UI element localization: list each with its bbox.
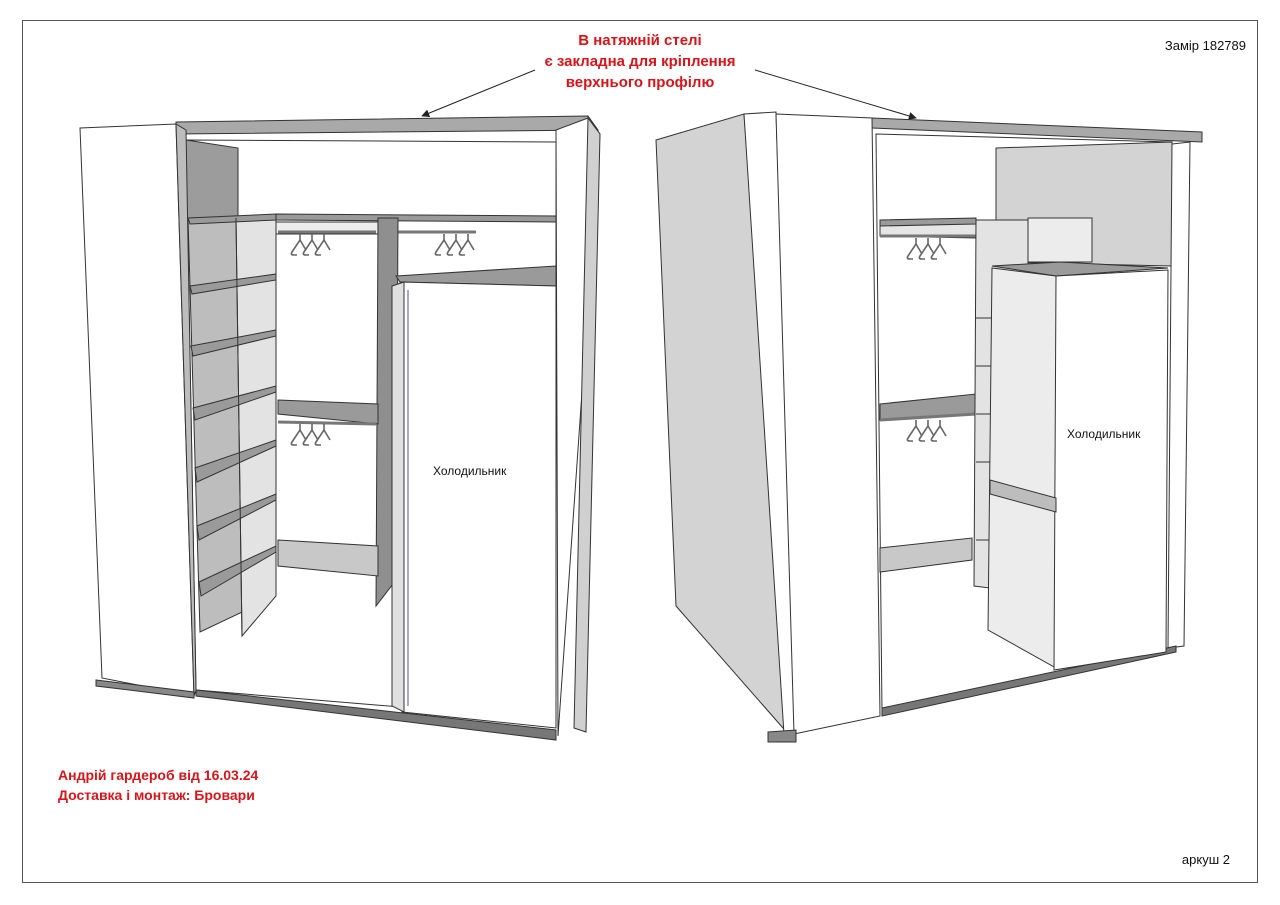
left-side-panel	[79, 123, 195, 697]
front-left-panel	[775, 113, 881, 735]
annotation-arrow-right	[754, 69, 917, 120]
top-shelf	[275, 213, 557, 223]
right-view	[655, 111, 1203, 743]
rv-fridge-side	[987, 267, 1057, 669]
sheet-number: аркуш 2	[1181, 852, 1230, 867]
rv-rail-lower	[879, 412, 977, 422]
bottom-shelf	[277, 539, 379, 577]
left-plinth	[95, 679, 195, 699]
ceiling-annotation: В натяжній стелі є закладна для кріпленн…	[470, 30, 810, 93]
client-info: Андрій гардероб від 16.03.24 Доставка і …	[58, 765, 258, 805]
sheet-frame	[22, 20, 1258, 883]
inner-wall-top-left	[185, 139, 239, 219]
rv-fridge-top	[991, 261, 1169, 277]
rv-top-box	[1027, 217, 1093, 263]
middle-shelf	[277, 399, 379, 425]
fridge-left	[399, 281, 557, 729]
annotation-line-2: є закладна для кріплення	[544, 53, 736, 70]
ceiling-profile-left	[175, 115, 599, 135]
annotation-arrow-left	[421, 69, 536, 117]
rv-bottom-shelf	[879, 537, 973, 573]
annotation-line-3: верхнього профілю	[565, 74, 715, 91]
right-view-side-panel	[1167, 141, 1191, 649]
floor-edge-right	[881, 645, 1177, 717]
client-line-2: Доставка і монтаж: Бровари	[58, 787, 255, 803]
client-line-1: Андрій гардероб від 16.03.24	[58, 767, 259, 783]
fridge-label-left: Холодильник	[433, 464, 507, 478]
fridge-side-left	[391, 281, 405, 713]
floor-edge-left	[195, 689, 557, 741]
fridge-label-right: Холодильник	[1067, 427, 1141, 441]
right-view-plinth	[767, 729, 797, 743]
rv-top-shelf	[879, 217, 977, 227]
rv-fridge-handle	[989, 479, 1057, 513]
left-view	[79, 115, 601, 741]
annotation-line-1: В натяжній стелі	[578, 32, 702, 49]
right-side-panel-face	[573, 116, 601, 733]
measurement-label: Замір 182789	[1164, 38, 1246, 53]
rail-lower	[277, 420, 377, 426]
rv-fridge-front	[1053, 269, 1169, 671]
